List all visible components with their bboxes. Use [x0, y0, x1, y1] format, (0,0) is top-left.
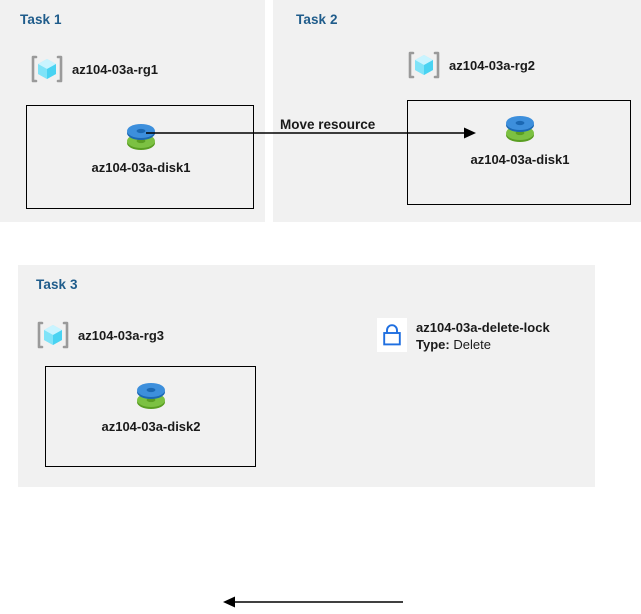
resource-group-label: az104-03a-rg2: [449, 57, 535, 73]
delete-lock-type-label: Type:: [416, 337, 450, 352]
arrow-left-icon: [223, 596, 403, 608]
managed-disk-icon: [499, 108, 541, 150]
resource-group-icon: [36, 318, 70, 352]
resource-box-task-1: az104-03a-disk1: [26, 105, 254, 209]
resource-disk-task-1[interactable]: az104-03a-disk1: [61, 116, 221, 175]
resource-box-task-3: az104-03a-disk2: [45, 366, 256, 467]
panel-title-task-1: Task 1: [20, 12, 62, 27]
resource-group-task-1[interactable]: az104-03a-rg1: [30, 52, 158, 86]
delete-lock-type-value: Delete: [453, 337, 491, 352]
panel-task-2: Task 2 az104-03a-rg2: [273, 0, 641, 222]
resource-group-task-2[interactable]: az104-03a-rg2: [407, 48, 535, 82]
move-resource-label: Move resource: [280, 117, 376, 132]
resource-disk-label: az104-03a-disk1: [91, 160, 191, 175]
delete-lock-type: Type: Delete: [416, 336, 550, 353]
padlock-icon: [377, 318, 407, 352]
resource-disk-task-2[interactable]: az104-03a-disk1: [440, 108, 600, 167]
resource-box-task-2: az104-03a-disk1: [407, 100, 631, 205]
delete-lock-item[interactable]: az104-03a-delete-lock Type: Delete: [377, 318, 550, 353]
resource-group-label: az104-03a-rg3: [78, 327, 164, 343]
resource-disk-label: az104-03a-disk2: [101, 419, 201, 434]
managed-disk-icon: [120, 116, 162, 158]
delete-lock-name: az104-03a-delete-lock: [416, 320, 550, 335]
resource-disk-task-3[interactable]: az104-03a-disk2: [71, 375, 231, 434]
arrow-right-icon: [146, 127, 476, 139]
panel-title-task-3: Task 3: [36, 277, 78, 292]
panel-task-1: Task 1 az104-03a-rg1: [0, 0, 265, 222]
resource-group-icon: [407, 48, 441, 82]
resource-group-task-3[interactable]: az104-03a-rg3: [36, 318, 164, 352]
resource-disk-label: az104-03a-disk1: [470, 152, 570, 167]
resource-group-label: az104-03a-rg1: [72, 61, 158, 77]
panel-title-task-2: Task 2: [296, 12, 338, 27]
resource-group-icon: [30, 52, 64, 86]
panel-task-3: Task 3 az104-03a-rg3: [18, 265, 595, 608]
managed-disk-icon: [130, 375, 172, 417]
